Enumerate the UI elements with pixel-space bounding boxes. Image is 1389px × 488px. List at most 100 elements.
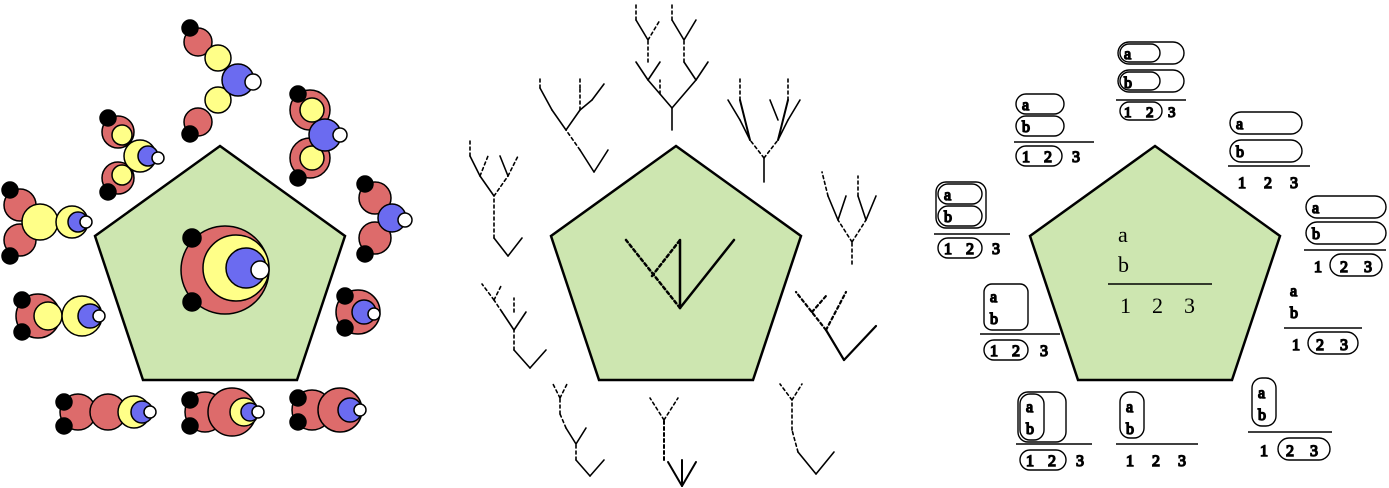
solid-edge	[493, 237, 509, 257]
dashed-edge	[821, 171, 829, 197]
tree-center	[624, 238, 736, 310]
tree-bottom-right	[779, 383, 835, 475]
dashed-edge	[794, 290, 828, 332]
bubble-top-left	[99, 109, 165, 201]
black-dot	[181, 19, 199, 37]
label-3: 3	[1290, 175, 1298, 192]
dashed-edge	[837, 219, 853, 243]
label-a: a	[990, 289, 997, 306]
bubble	[299, 97, 325, 123]
bubble-center	[180, 225, 270, 315]
dashed-edge	[479, 155, 489, 177]
tree-top	[635, 1, 709, 131]
label-3: 3	[1072, 149, 1080, 166]
solid-edge	[501, 311, 515, 331]
bracket-pill	[983, 283, 1029, 331]
bracket-pill	[935, 181, 987, 229]
bubble	[204, 44, 232, 72]
bracket-pill	[983, 339, 1029, 361]
label-a: a	[1026, 399, 1033, 416]
dashed-edge	[663, 397, 679, 421]
black-dot	[55, 393, 73, 411]
label-a: a	[1290, 283, 1297, 300]
bubble	[204, 86, 232, 114]
bubble-bottom-1	[55, 393, 157, 435]
label-b: b	[1236, 144, 1244, 161]
tree-bottom-mid	[649, 397, 697, 487]
bubble-configurations	[1, 19, 413, 437]
tree-configurations	[469, 1, 878, 487]
label-2: 2	[1340, 259, 1348, 276]
black-dot	[99, 109, 117, 127]
solid-edge	[837, 195, 847, 221]
solid-edge	[769, 99, 779, 121]
solid-edge	[865, 195, 877, 221]
bracket-pill	[1329, 253, 1383, 277]
solid-edge	[777, 99, 789, 141]
white-dot	[79, 215, 93, 229]
bracket-pill	[1305, 221, 1387, 245]
white-dot	[397, 212, 413, 228]
bracket-pill	[1019, 449, 1067, 471]
dashed-edge	[824, 290, 848, 332]
solid-edge	[551, 109, 567, 131]
label-a: a	[944, 187, 951, 204]
dashed-edge	[791, 429, 799, 453]
black-dot	[289, 85, 307, 103]
bracket-pill	[1305, 195, 1387, 219]
center-2: 2	[1152, 293, 1163, 318]
pentagon-right	[1028, 144, 1282, 382]
white-dot	[92, 309, 106, 323]
panel-bubbles	[1, 19, 413, 437]
dashed-edge	[650, 238, 682, 278]
bracket-pill	[937, 183, 983, 205]
black-dot	[13, 323, 31, 341]
white-dot	[143, 405, 157, 419]
center-1: 1	[1120, 293, 1131, 318]
bracket-pill	[1251, 377, 1277, 427]
bubble-left	[1, 181, 93, 265]
label-2: 2	[1286, 443, 1294, 460]
bracket-pill	[1119, 71, 1161, 91]
solid-edge	[589, 459, 605, 477]
label-2: 2	[1264, 175, 1272, 192]
bracket-pill	[937, 205, 983, 227]
solid-edge	[507, 237, 523, 257]
white-dot	[332, 127, 348, 143]
label-2: 2	[966, 241, 974, 258]
center-b: b	[1118, 252, 1129, 277]
black-dot	[182, 292, 202, 312]
bracket-pill	[1017, 391, 1067, 443]
solid-edge	[827, 195, 839, 221]
dashed-edge	[779, 383, 793, 401]
solid-edge	[565, 109, 581, 131]
dashed-edge	[810, 294, 828, 314]
black-dot	[289, 389, 307, 407]
solid-edge	[671, 19, 685, 41]
bubble-left-mid	[13, 291, 106, 341]
label-2: 2	[1044, 149, 1052, 166]
tree-bottom-left	[551, 381, 605, 477]
solid-edge	[683, 19, 697, 41]
label-b: b	[1126, 421, 1134, 438]
black-dot	[1, 181, 19, 199]
label-2: 2	[1152, 453, 1160, 470]
dashed-edge	[493, 299, 503, 313]
solid-edge	[667, 461, 683, 487]
label-1: 1	[944, 241, 952, 258]
bubble	[299, 145, 325, 171]
dashed-edge	[763, 139, 779, 159]
black-dot	[181, 125, 199, 143]
dashed-edge	[851, 219, 867, 243]
solid-edge	[647, 61, 661, 81]
panel-trees	[469, 1, 878, 487]
white-dot	[250, 260, 270, 280]
black-dot	[99, 183, 117, 201]
black-dot	[182, 228, 202, 248]
white-dot	[151, 151, 165, 165]
solid-edge	[739, 99, 751, 141]
